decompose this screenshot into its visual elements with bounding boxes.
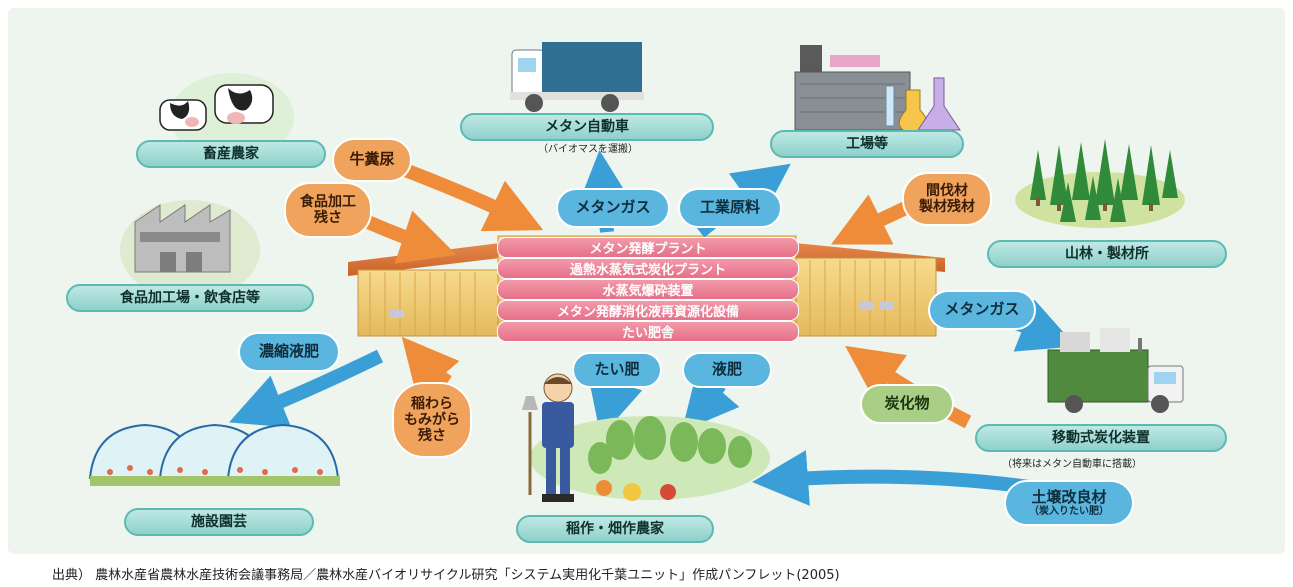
flow-straw-husks: 稲わら もみがら 残さ (392, 382, 472, 458)
arrow-food-factory-to-plant (365, 210, 457, 264)
node-food-factory: 食品加工場・飲食店等 (66, 284, 314, 312)
node-methane-car: メタン自動車 (460, 113, 714, 141)
arrow-plant-to-farmer-liquid (681, 370, 740, 432)
node-forest-sawmill: 山林・製材所 (987, 240, 1227, 268)
factory-flasks-illustration (794, 45, 961, 135)
node-rice-field-farmer: 稲作・畑作農家 (516, 515, 714, 543)
flow-soil-improver: 土壌改良材 （炭入りたい肥） (1004, 480, 1134, 526)
flow-concentrated-fertilizer: 濃縮液肥 (238, 332, 340, 372)
flow-soil-improver-line1: 土壌改良材 (1031, 487, 1107, 506)
arrow-livestock-to-plant (402, 163, 544, 232)
plant-facility-2: 過熱水蒸気式炭化プラント (497, 258, 799, 279)
greenhouse-illustration (88, 423, 340, 486)
flow-cow-manure: 牛糞尿 (332, 138, 412, 182)
node-factory: 工場等 (770, 130, 964, 158)
arrow-farmer-straw-to-plant (401, 336, 460, 398)
flow-timber: 間伐材 製材残材 (902, 172, 992, 226)
plant-facility-5: たい肥舎 (497, 321, 799, 342)
flow-soil-improver-line2: （炭入りたい肥） (1029, 505, 1109, 517)
plant-facility-1: メタン発酵プラント (497, 237, 799, 258)
flow-liquid-fertilizer: 液肥 (682, 352, 772, 388)
flow-food-residue-line2: 残さ (314, 210, 342, 226)
node-livestock-farm: 畜産農家 (136, 140, 326, 168)
flow-straw-line3: 残さ (418, 428, 446, 445)
source-citation: 出典） 農林水産省農林水産技術会議事務局／農林水産バイオリサイクル研究「システム… (52, 568, 840, 583)
flow-methane-gas-right: メタンガス (928, 290, 1036, 330)
forest-illustration (1015, 139, 1185, 228)
flow-timber-line1: 間伐材 (926, 182, 968, 199)
flow-food-residue-line1: 食品加工 (300, 193, 356, 210)
flow-straw-line2: もみがら (404, 411, 460, 428)
plant-facility-3: 水蒸気爆砕装置 (497, 279, 799, 300)
arrow-plant-to-greenhouse (229, 349, 384, 428)
plant-facility-4: メタン発酵消化液再資源化設備 (497, 300, 799, 321)
flow-industrial-material: 工業原料 (678, 188, 782, 228)
farmer-vegetables-illustration (522, 373, 770, 502)
food-factory-illustration (120, 200, 260, 300)
flow-timber-line2: 製材残材 (919, 199, 975, 215)
node-greenhouse: 施設園芸 (124, 508, 314, 536)
node-methane-car-note: （バイオマスを運搬） (538, 144, 638, 155)
node-mobile-carbonizer-note: （将来はメタン自動車に搭載） (1002, 459, 1142, 470)
methane-truck-illustration (510, 42, 644, 112)
flow-food-residue: 食品加工 残さ (284, 182, 372, 238)
flow-compost: たい肥 (572, 352, 662, 388)
mobile-carbonizer-truck-illustration (1047, 328, 1184, 413)
flow-straw-line1: 稲わら (411, 395, 453, 412)
flow-methane-gas-top: メタンガス (556, 188, 670, 228)
flow-charcoal: 炭化物 (860, 384, 954, 424)
cows-illustration (159, 73, 294, 161)
node-mobile-carbonizer: 移動式炭化装置 (975, 424, 1227, 452)
